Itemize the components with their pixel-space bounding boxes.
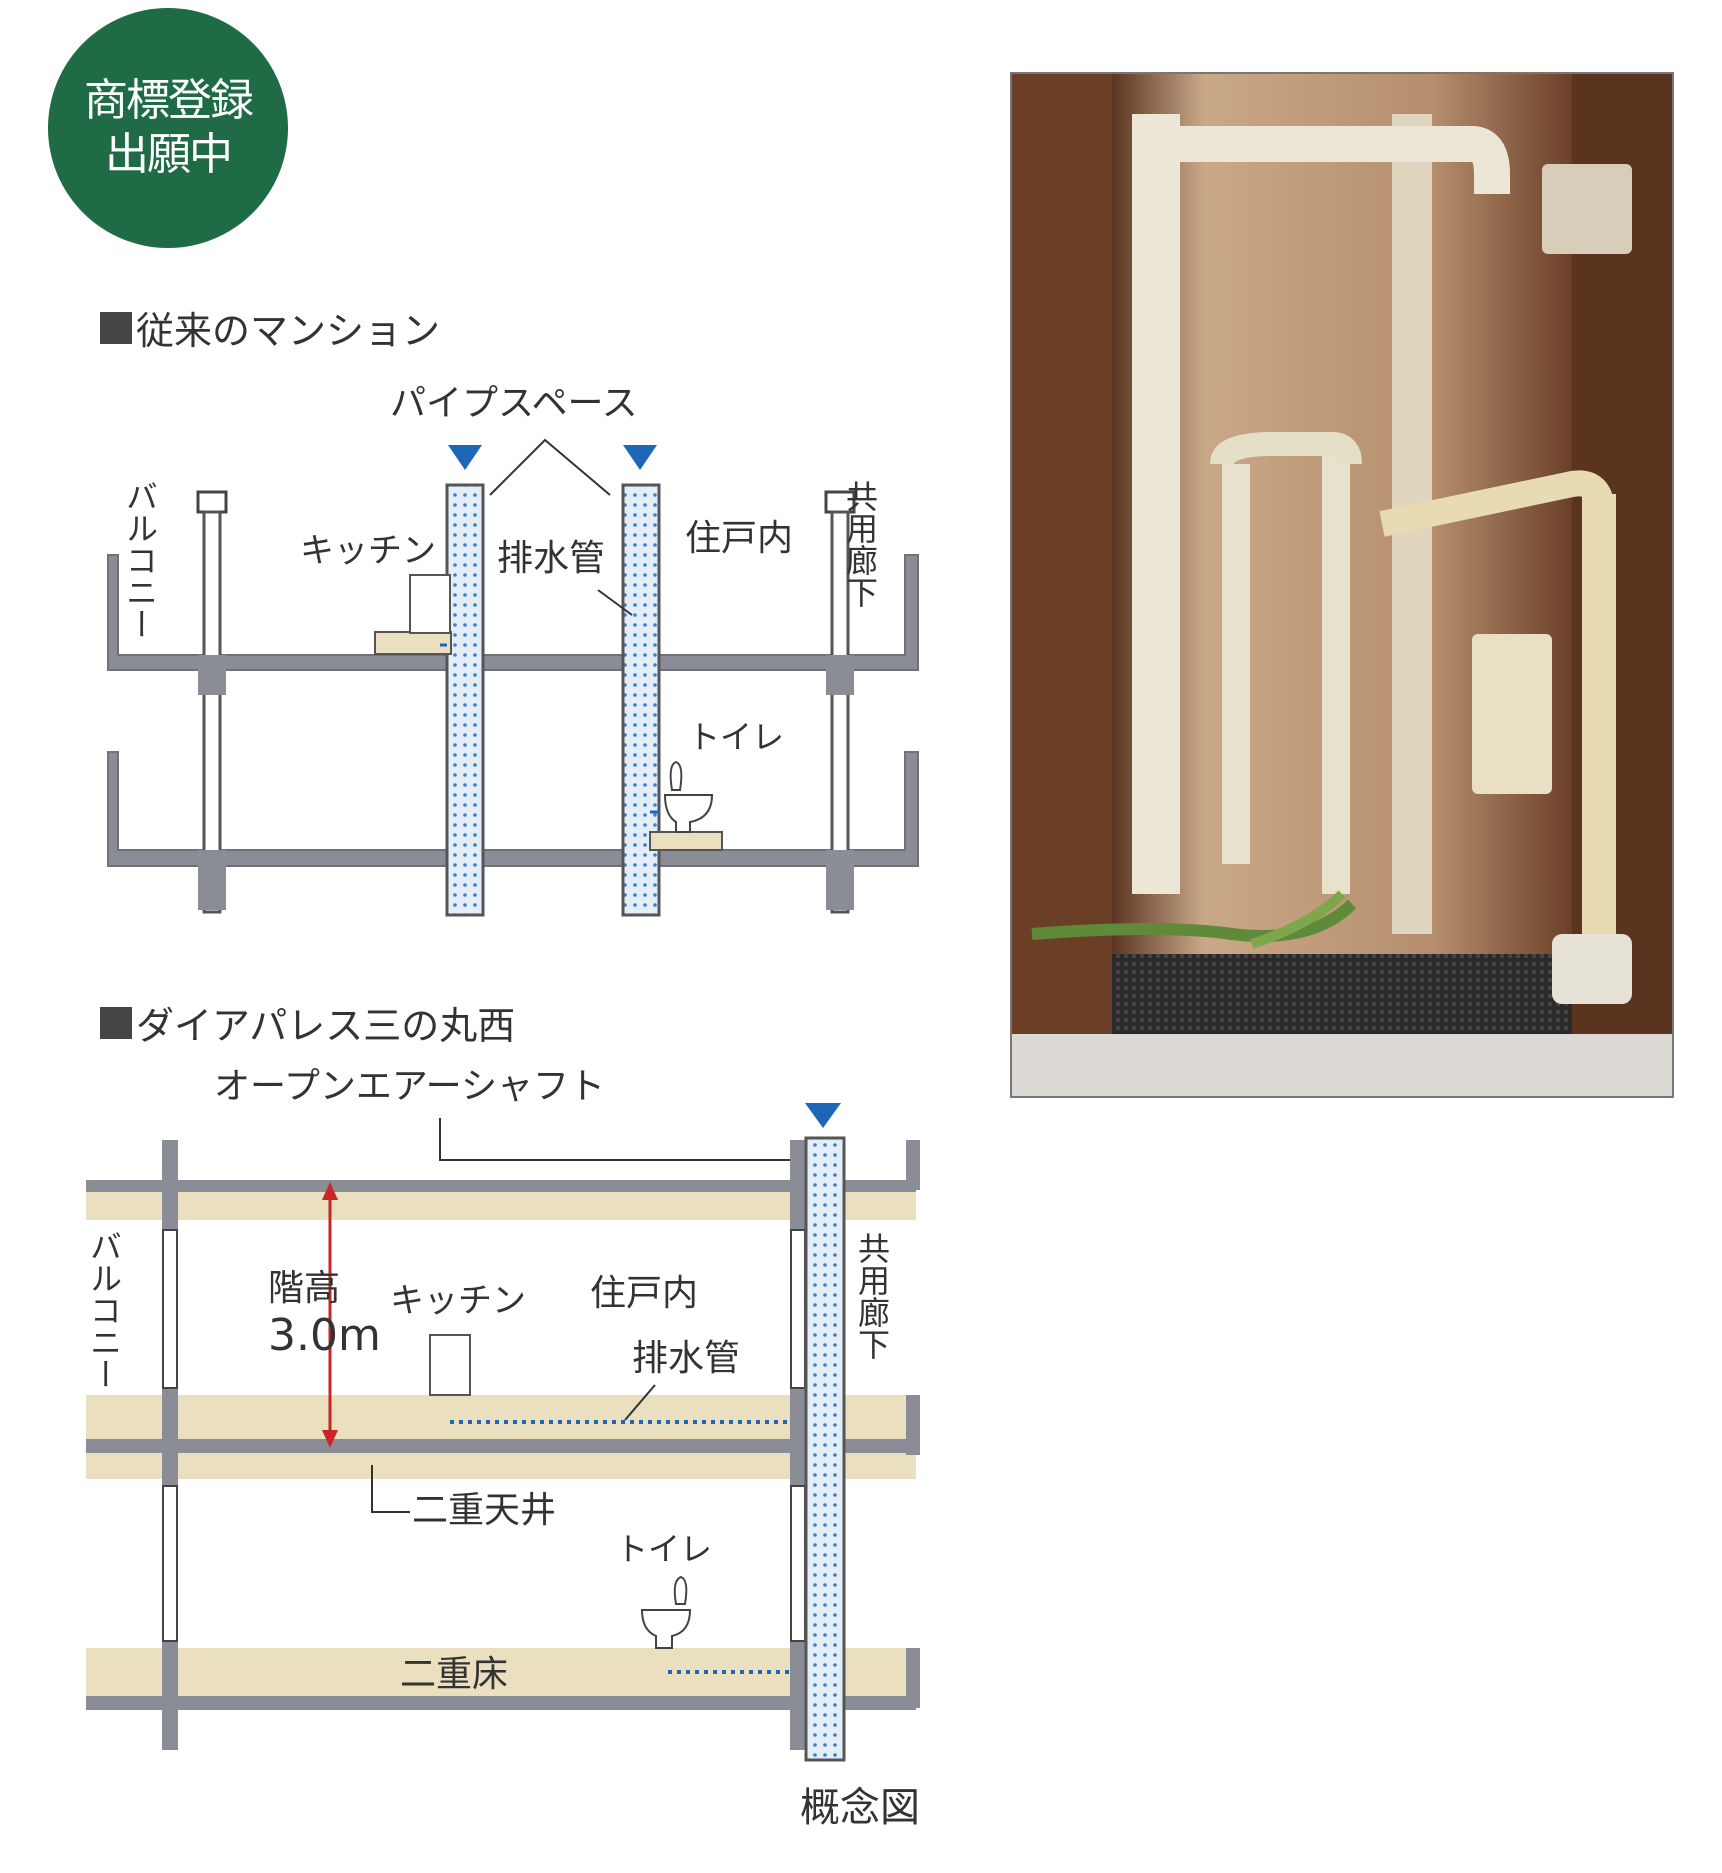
label-corridor: 共用廊下 bbox=[841, 480, 879, 608]
double-ceiling-leader bbox=[371, 1465, 410, 1513]
label-corridor-2: 共用廊下 bbox=[853, 1232, 891, 1360]
corridor-window-lower bbox=[790, 1485, 806, 1642]
pipe-shaft-photo bbox=[1010, 72, 1674, 1098]
drain-pipe-leader bbox=[597, 589, 633, 616]
label-pipe-space: パイプスペース bbox=[390, 383, 638, 424]
pipe-photo-illustration bbox=[1012, 74, 1672, 1096]
arrow-up-icon bbox=[322, 1182, 338, 1200]
corridor-post bbox=[830, 510, 850, 914]
caption-concept: 概念図 bbox=[800, 1785, 920, 1831]
balcony-post bbox=[202, 510, 222, 914]
pipe-shaft-left bbox=[445, 483, 485, 917]
toilet-tank-icon-2 bbox=[673, 1575, 688, 1605]
middle-slab bbox=[86, 1439, 916, 1453]
label-balcony: バルコニー bbox=[121, 480, 159, 640]
right-parapet-mid bbox=[906, 1395, 920, 1455]
label-balcony-2: バルコニー bbox=[85, 1230, 123, 1390]
section-title-text: 従来のマンション bbox=[136, 309, 441, 353]
label-shaft: オープンエアーシャフト bbox=[214, 1066, 605, 1107]
arrow-down-icon bbox=[322, 1430, 338, 1448]
toilet-bowl-icon-2 bbox=[640, 1609, 692, 1649]
label-double-floor: 二重床 bbox=[400, 1654, 508, 1695]
corridor-joint-lower bbox=[826, 850, 854, 910]
label-drain-pipe: 排水管 bbox=[497, 538, 605, 579]
middle-double-floor bbox=[86, 1395, 916, 1439]
trademark-badge: 商標登録 出願中 bbox=[48, 8, 288, 248]
label-floor-height: 階高 bbox=[268, 1268, 340, 1309]
label-toilet-2: トイレ bbox=[616, 1530, 712, 1568]
pipe-marker-left-icon bbox=[448, 445, 482, 470]
kitchen-cabinet-2 bbox=[429, 1334, 471, 1396]
right-parapet-bottom bbox=[906, 1648, 920, 1708]
shaft-marker-icon bbox=[805, 1103, 841, 1128]
square-bullet-icon bbox=[100, 1006, 132, 1039]
label-toilet: トイレ bbox=[688, 718, 784, 756]
label-drain-pipe-2: 排水管 bbox=[632, 1338, 740, 1379]
label-unit-interior-2: 住戸内 bbox=[590, 1273, 698, 1314]
balcony-joint-lower bbox=[198, 850, 226, 910]
corridor-joint bbox=[826, 655, 854, 695]
diagram-diapalace: オープンエアーシャフト バルコニー 共用廊下 階高 3.0m キッチン 住戸内 … bbox=[85, 1066, 920, 1762]
top-right-parapet bbox=[906, 1140, 920, 1190]
toilet-bowl-icon bbox=[663, 794, 714, 833]
middle-double-ceiling bbox=[86, 1453, 916, 1479]
label-double-ceiling: 二重天井 bbox=[412, 1490, 556, 1531]
balcony-joint bbox=[198, 655, 226, 695]
top-slab bbox=[86, 1180, 916, 1192]
shaft-leader bbox=[439, 1118, 805, 1161]
section-title-conventional: 従来のマンション bbox=[100, 300, 440, 355]
kitchen-cabinet bbox=[409, 574, 451, 634]
section-title-text: ダイアパレス三の丸西 bbox=[136, 1004, 516, 1048]
open-air-shaft bbox=[804, 1136, 846, 1762]
pipe-space-leader bbox=[489, 438, 611, 496]
value-floor-height: 3.0m bbox=[268, 1310, 381, 1361]
toilet-tank-icon bbox=[669, 760, 683, 791]
diagram-conventional: パイプスペース バルコニー 共用廊下 キッチン 排水管 住戸内 トイレ bbox=[107, 383, 919, 917]
pipe-marker-right-icon bbox=[623, 445, 657, 470]
label-kitchen: キッチン bbox=[300, 531, 436, 571]
corridor-window-upper bbox=[790, 1229, 806, 1389]
balcony-window-lower bbox=[162, 1485, 178, 1642]
label-kitchen-2: キッチン bbox=[390, 1281, 526, 1321]
section-title-diapalace: ダイアパレス三の丸西 bbox=[100, 995, 515, 1050]
pipe-shaft-right bbox=[621, 483, 661, 917]
badge-line2: 出願中 bbox=[105, 129, 233, 180]
drain-pipe-leader-2 bbox=[624, 1384, 656, 1421]
square-bullet-icon bbox=[100, 311, 132, 344]
balcony-window-upper bbox=[162, 1229, 178, 1389]
bottom-slab bbox=[86, 1696, 916, 1710]
top-ceiling-space bbox=[86, 1192, 916, 1220]
label-unit-interior: 住戸内 bbox=[685, 518, 793, 559]
badge-line1: 商標登録 bbox=[84, 75, 254, 126]
